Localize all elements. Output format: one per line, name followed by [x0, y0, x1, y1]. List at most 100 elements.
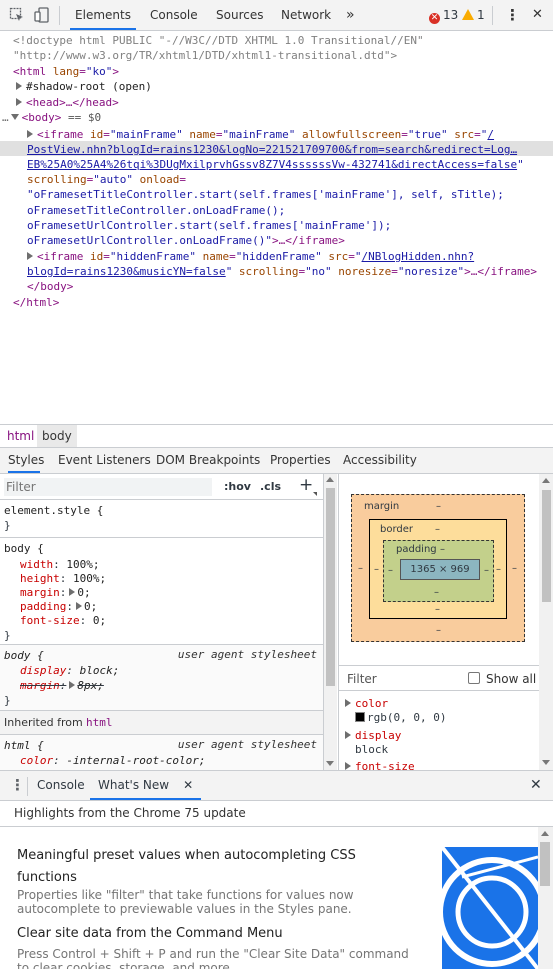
padding-right-value: –	[484, 565, 489, 576]
error-count-badge[interactable]: ✕13	[429, 8, 458, 24]
breadcrumb-html[interactable]: html	[7, 429, 35, 443]
news-item-title[interactable]: Meaningful preset values when autocomple…	[17, 845, 356, 889]
expand-arrow-icon[interactable]	[345, 762, 351, 770]
tab-accessibility[interactable]: Accessibility	[343, 453, 417, 467]
computed-scrollbar[interactable]	[539, 474, 553, 770]
body-open-node[interactable]: …<body> == $0	[2, 110, 101, 125]
drawer-tab-console[interactable]: Console	[37, 778, 85, 792]
tab-dom-breakpoints[interactable]: DOM Breakpoints	[156, 453, 261, 467]
src-link[interactable]: EB%25A0%25A4%26tqi%3DUgMxilprvhGssv8Z7V4…	[27, 158, 518, 171]
iframe-hidden-line-1[interactable]: <iframe id="hiddenFrame" name="hiddenFra…	[27, 249, 474, 264]
expand-arrow-icon[interactable]	[27, 252, 33, 260]
collapse-arrow-icon[interactable]	[10, 114, 19, 120]
iframe-main-line-8[interactable]: oFramesetUrlController.onLoadFrame()">…<…	[27, 233, 345, 248]
whats-new-scrollbar[interactable]	[538, 827, 553, 969]
scroll-up-icon[interactable]	[541, 831, 549, 836]
inspect-element-icon[interactable]	[9, 7, 25, 23]
close-drawer-icon[interactable]: ✕	[530, 777, 542, 793]
iframe-main-line-6[interactable]: oFramesetTitleController.onLoadFrame();	[27, 204, 286, 217]
style-prop-font-size[interactable]: font-size: 0;	[20, 614, 107, 627]
iframe-main-line-4[interactable]: scrolling="auto" onload=	[27, 173, 186, 186]
html-open-node[interactable]: <html lang="ko">	[13, 65, 119, 78]
box-model-padding[interactable]: padding – – – – 1365 × 969	[383, 540, 494, 602]
tab-styles[interactable]: Styles	[8, 448, 44, 473]
hover-state-toggle[interactable]: :hov	[224, 480, 251, 493]
warning-count-badge[interactable]: 1	[462, 8, 485, 22]
rule-menu-corner-icon[interactable]	[313, 492, 317, 496]
scrollbar-thumb[interactable]	[326, 488, 335, 686]
box-model-margin[interactable]: margin – – – – border – – – – padding – …	[351, 494, 525, 642]
src-link[interactable]: /NBlogHidden.nhn?	[361, 250, 475, 263]
expand-arrow-icon[interactable]	[345, 731, 351, 739]
styles-scrollbar[interactable]	[323, 474, 337, 770]
head-node[interactable]: <head>…</head>	[16, 95, 119, 110]
scroll-up-icon[interactable]	[326, 477, 334, 482]
scroll-down-icon[interactable]	[542, 760, 550, 765]
iframe-main-line-1[interactable]: <iframe id="mainFrame" name="mainFrame" …	[27, 127, 494, 142]
computed-prop-display[interactable]: display	[345, 728, 401, 743]
iframe-hidden-line-2[interactable]: blogId=rains1230&musicYN=false" scrollin…	[27, 265, 537, 278]
element-style-rule[interactable]: element.style { }	[0, 500, 323, 538]
iframe-main-line-7[interactable]: oFramesetUrlController.start(self.frames…	[27, 219, 392, 232]
src-link[interactable]: blogId=rains1230&musicYN=false	[27, 265, 226, 278]
expand-arrow-icon[interactable]	[27, 130, 33, 138]
expand-arrow-icon[interactable]	[16, 98, 22, 106]
computed-prop-color[interactable]: color	[345, 696, 388, 711]
body-tag: <body>	[21, 111, 62, 124]
expand-shorthand-icon[interactable]	[75, 602, 82, 610]
doctype-line-1[interactable]: <!doctype html PUBLIC "-//W3C//DTD XHTML…	[13, 34, 424, 47]
breadcrumb-body[interactable]: body	[37, 425, 77, 447]
body-close-node[interactable]: </body>	[27, 280, 74, 293]
drawer-tab-whats-new[interactable]: What's New✕	[90, 771, 202, 800]
doctype-line-2[interactable]: "http://www.w3.org/TR/xhtml1/DTD/xhtml1-…	[13, 49, 398, 62]
style-prop-margin[interactable]: margin:0;	[20, 586, 91, 599]
box-model-content[interactable]: 1365 × 969	[400, 559, 480, 580]
box-model-border[interactable]: border – – – – padding – – – – 1365 × 96…	[369, 519, 507, 619]
tab-properties[interactable]: Properties	[270, 453, 331, 467]
computed-filter-input[interactable]: Filter	[347, 672, 377, 686]
shadow-root-node[interactable]: #shadow-root (open)	[16, 79, 152, 94]
ua-html-style-rule[interactable]: html { user agent stylesheet color: -int…	[0, 735, 323, 770]
style-prop-height[interactable]: height: 100%;	[20, 572, 107, 585]
tab-sources[interactable]: Sources	[216, 8, 264, 22]
expand-arrow-icon[interactable]	[16, 82, 22, 90]
ua-body-style-rule[interactable]: body { user agent stylesheet display: bl…	[0, 645, 323, 711]
computed-prop-font-size[interactable]: font-size	[345, 759, 415, 770]
device-toolbar-icon[interactable]	[34, 7, 50, 23]
close-devtools-icon[interactable]: ✕	[532, 7, 543, 22]
scroll-down-icon[interactable]	[326, 761, 334, 766]
tab-event-listeners[interactable]: Event Listeners	[58, 453, 151, 467]
inherited-from-link[interactable]: html	[86, 716, 113, 729]
show-all-checkbox[interactable]	[468, 672, 480, 684]
styles-filter-input[interactable]: Filter	[4, 478, 212, 496]
tab-console[interactable]: Console	[150, 8, 198, 22]
iframe-main-line-3[interactable]: EB%25A0%25A4%26tqi%3DUgMxilprvhGssv8Z7V4…	[27, 157, 524, 172]
color-swatch[interactable]	[355, 712, 365, 722]
iframe-main-line-2[interactable]: PostView.nhn?blogId=rains1230&logNo=2215…	[27, 142, 517, 157]
prop-name: display	[355, 729, 402, 742]
tab-elements[interactable]: Elements	[70, 0, 136, 30]
expand-arrow-icon[interactable]	[345, 699, 351, 707]
class-toggle[interactable]: .cls	[260, 480, 282, 493]
close-tab-icon[interactable]: ✕	[183, 778, 194, 792]
new-style-rule-button[interactable]: +	[299, 475, 314, 495]
html-close-node[interactable]: </html>	[13, 296, 60, 309]
more-tabs-icon[interactable]: »	[346, 7, 355, 23]
iframe-tag: <iframe	[37, 250, 84, 263]
warning-count: 1	[477, 8, 485, 22]
drawer-menu-icon[interactable]: ⋮	[10, 776, 25, 794]
customize-menu-icon[interactable]: ⋮	[505, 6, 520, 24]
node-actions-ellipsis[interactable]: …	[2, 111, 9, 124]
expand-shorthand-icon[interactable]	[69, 588, 76, 596]
scrollbar-thumb[interactable]	[542, 490, 551, 602]
news-item-title[interactable]: Clear site data from the Command Menu	[17, 926, 283, 941]
body-style-rule[interactable]: body { width: 100%; height: 100%; margin…	[0, 538, 323, 645]
src-link[interactable]: /	[487, 128, 495, 141]
iframe-main-line-5[interactable]: "oFramesetTitleController.start(self.fra…	[27, 188, 504, 201]
tab-network[interactable]: Network	[281, 8, 332, 22]
style-prop-padding[interactable]: padding:0;	[20, 600, 98, 613]
style-prop-width[interactable]: width: 100%;	[20, 558, 100, 571]
scroll-up-icon[interactable]	[542, 478, 550, 483]
scrollbar-thumb[interactable]	[540, 842, 550, 886]
src-link[interactable]: PostView.nhn?blogId=rains1230&logNo=2215…	[27, 143, 518, 156]
